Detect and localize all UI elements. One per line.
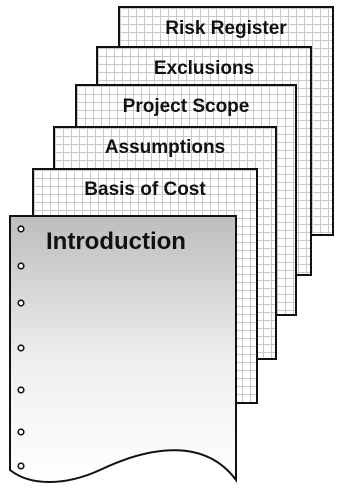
binder-hole-6 [17,428,25,436]
binder-hole-2 [17,262,25,270]
page-label-project-scope: Project Scope [122,96,250,117]
introduction-page-outline [9,215,237,484]
page-label-risk-register: Risk Register [165,18,287,39]
page-label-assumptions: Assumptions [104,137,226,158]
binder-hole-5 [17,386,25,394]
binder-hole-7 [17,462,25,470]
page-label-exclusions: Exclusions [153,58,255,79]
page-label-basis-of-cost: Basis of Cost [84,179,206,200]
page-label-introduction: Introduction [46,228,186,255]
binder-hole-1 [17,225,25,233]
binder-hole-4 [17,344,25,352]
binder-hole-3 [17,299,25,307]
